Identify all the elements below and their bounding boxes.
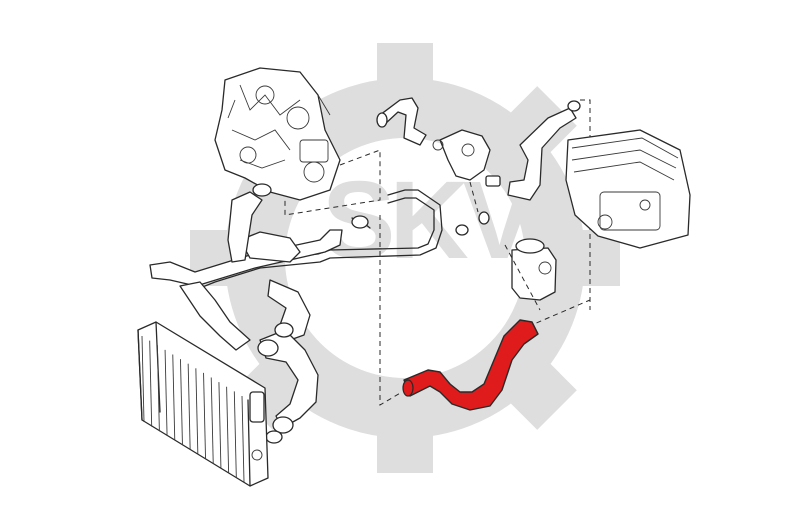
radiator-fin — [226, 386, 230, 473]
radiator-fin — [156, 345, 160, 432]
coolant-hose — [402, 319, 539, 411]
lower-radiator-hose — [257, 279, 319, 444]
long-pipe-assembly — [149, 183, 369, 351]
radiator-fin — [172, 354, 176, 441]
heater-hose — [507, 99, 591, 310]
radiator-fin — [141, 335, 145, 423]
heater-core — [565, 129, 691, 249]
radiator-fin — [195, 368, 199, 455]
radiator-fin — [203, 372, 206, 459]
expansion-tank — [504, 238, 557, 311]
radiator-fin — [149, 340, 153, 427]
radiator — [137, 321, 269, 487]
radiator-fin — [241, 395, 245, 483]
engine-leader-lines — [284, 149, 381, 216]
bypass-pipe — [197, 189, 490, 289]
engine-block — [214, 67, 341, 201]
upper-hose — [376, 97, 427, 146]
radiator-fin — [233, 391, 237, 478]
radiator-fin — [187, 363, 191, 450]
thermostat-housing — [432, 129, 501, 213]
radiator-fin — [210, 377, 214, 464]
radiator-fin — [180, 359, 183, 446]
radiator-fin — [218, 382, 222, 469]
radiator-fin — [164, 349, 168, 436]
